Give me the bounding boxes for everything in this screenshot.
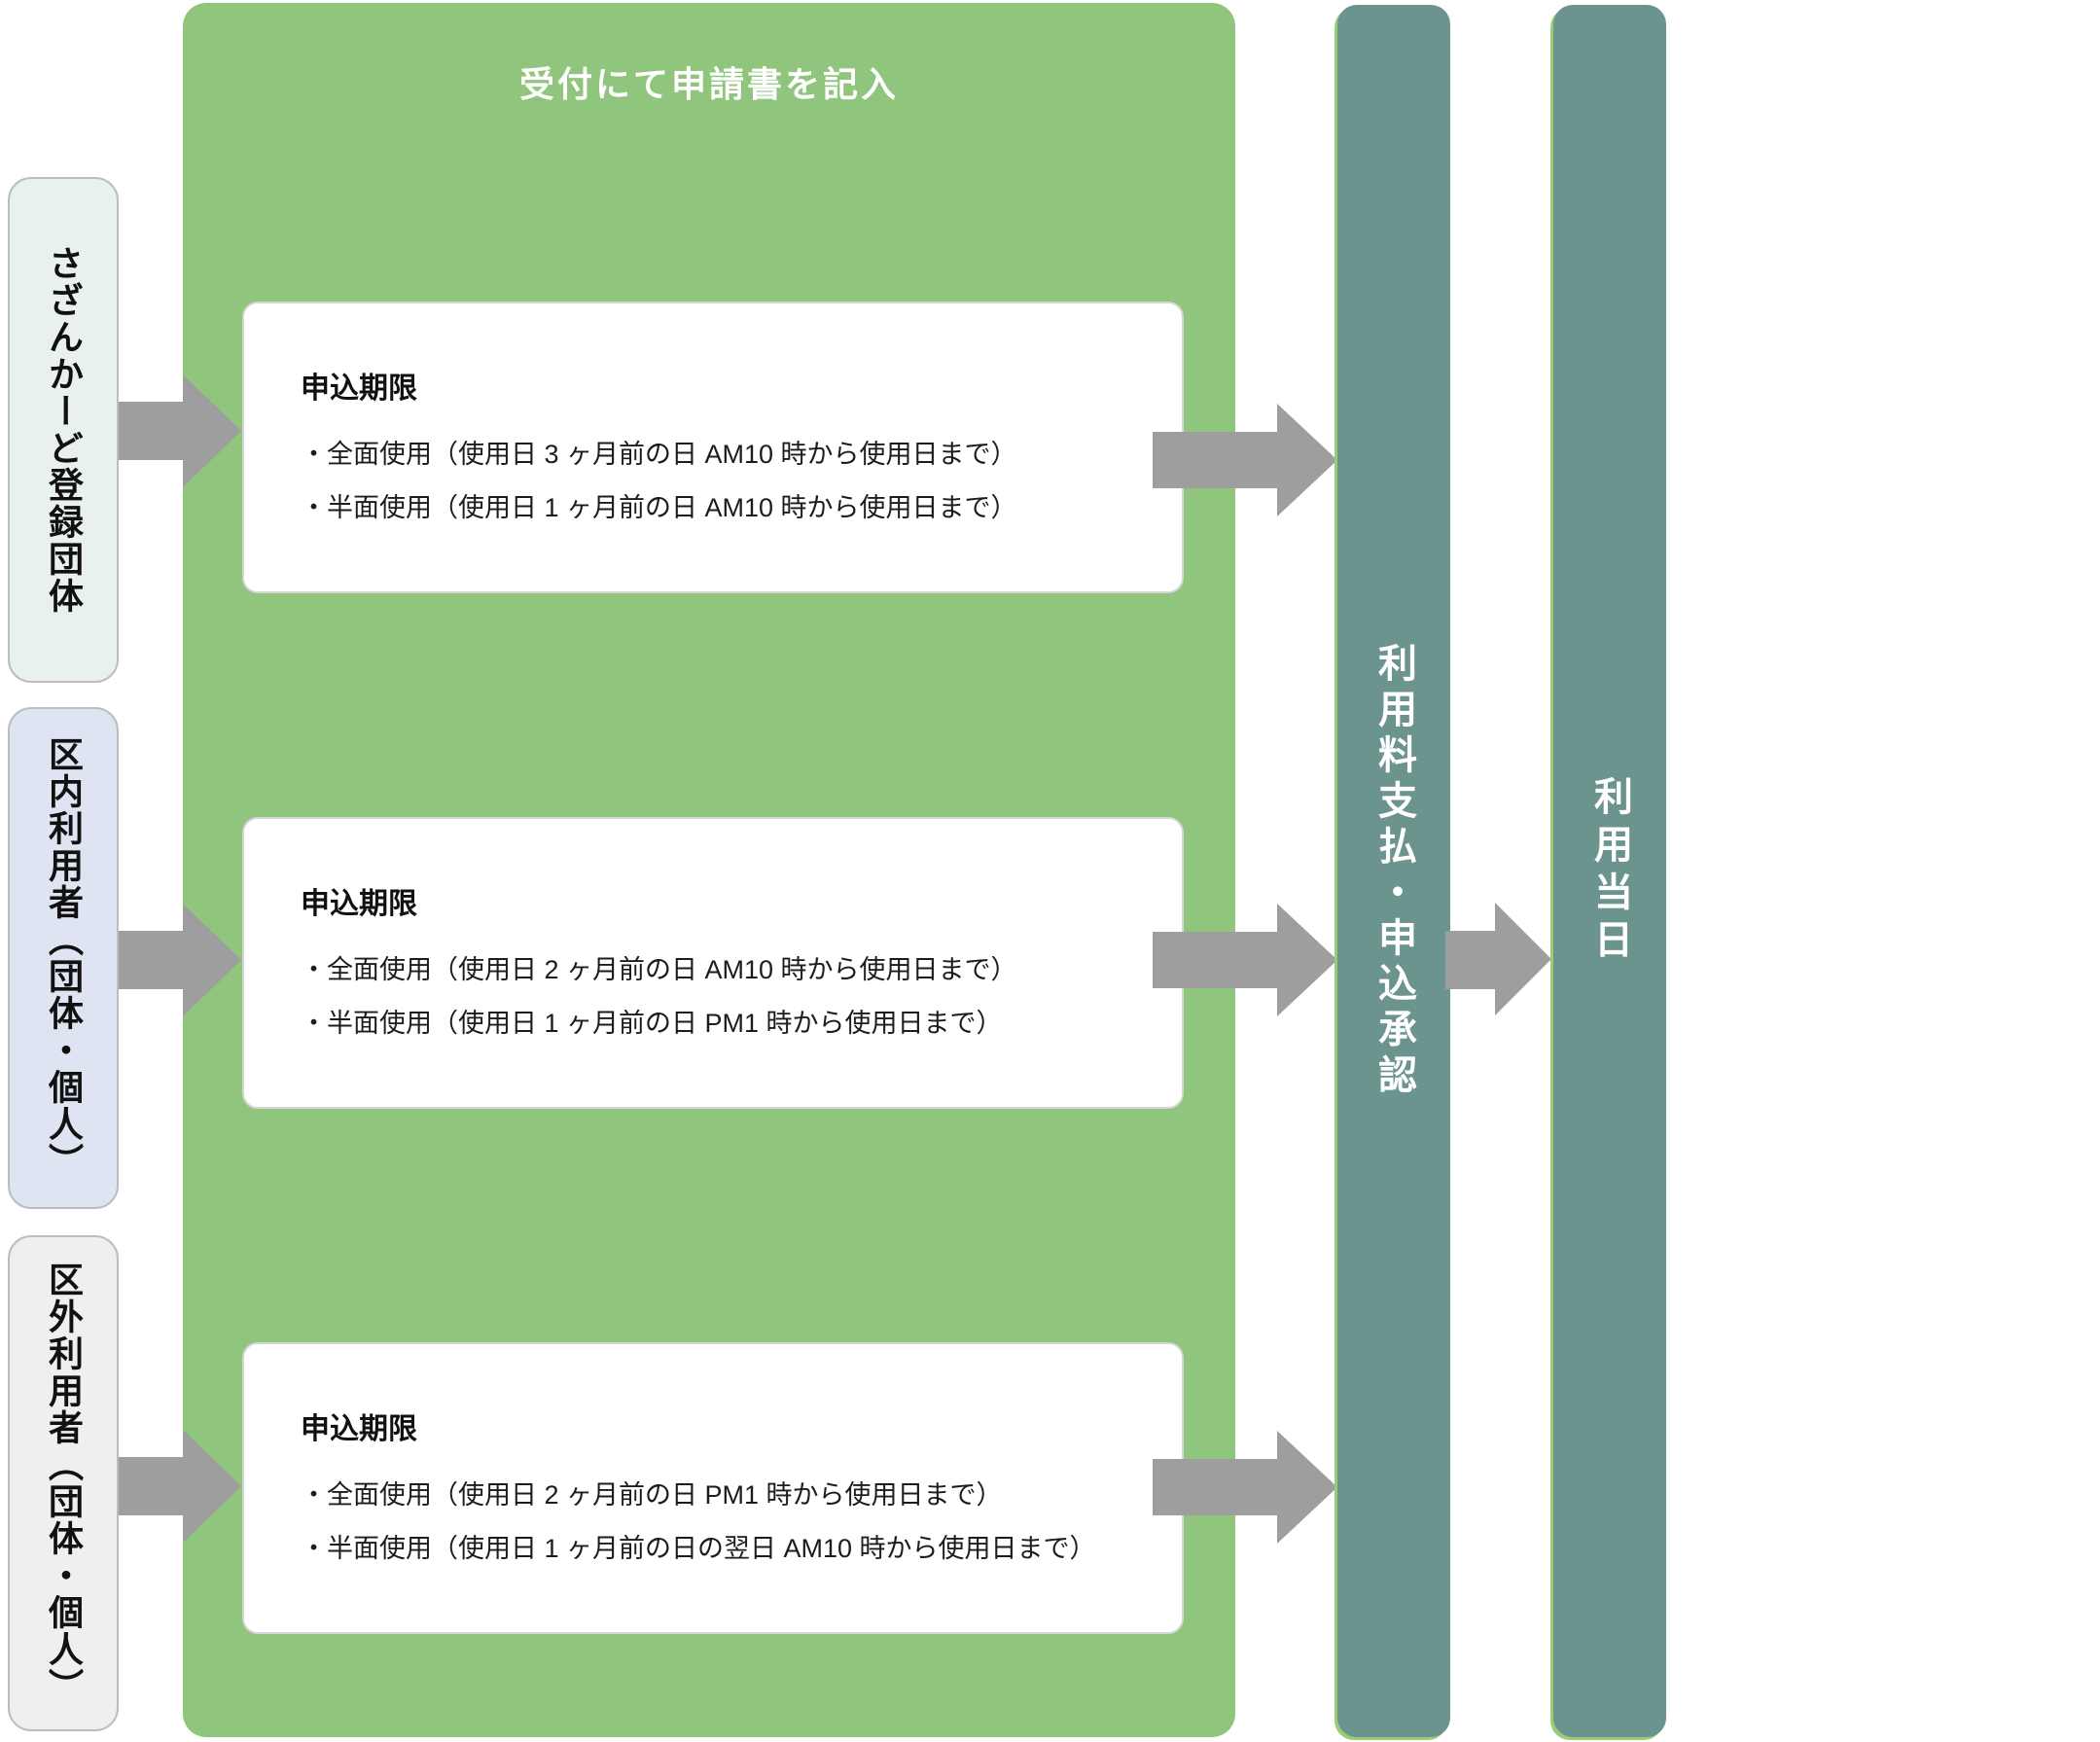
arrow-shaft — [1153, 432, 1278, 488]
arrow-head-icon — [1277, 404, 1337, 516]
stage-usage-day: 利用当日 — [1553, 5, 1666, 1737]
deadline-card-ward-users: 申込期限 ・全面使用（使用日 2 ヶ月前の日 AM10 時から使用日まで） ・半… — [242, 817, 1184, 1109]
stage-label: 利用料支払・申込承認 — [1372, 642, 1415, 1100]
deadline-heading: 申込期限 — [301, 888, 417, 920]
arrow-right-icon — [1153, 1431, 1337, 1545]
deadline-item-full-use: ・全面使用（使用日 3 ヶ月前の日 AM10 時から使用日まで） — [301, 440, 1017, 469]
arrow-right-icon — [1153, 404, 1337, 517]
lane-ward-users: 区内利用者（団体・個人） — [8, 707, 119, 1209]
arrow-head-icon — [183, 904, 241, 1016]
arrow-shaft — [1153, 932, 1278, 988]
arrow-shaft — [1153, 1459, 1278, 1515]
deadline-heading: 申込期限 — [301, 373, 417, 405]
deadline-item-half-use: ・半面使用（使用日 1 ヶ月前の日 PM1 時から使用日まで） — [301, 1009, 1003, 1039]
arrow-head-icon — [1495, 903, 1551, 1015]
lane-label: さざんかーど登録団体 — [44, 245, 84, 615]
stage-payment-and-approval: 利用料支払・申込承認 — [1337, 5, 1450, 1737]
arrow-head-icon — [1277, 904, 1337, 1016]
lane-label: 区外利用者（団体・個人） — [44, 1262, 84, 1705]
deadline-card-non-ward-users: 申込期限 ・全面使用（使用日 2 ヶ月前の日 PM1 時から使用日まで） ・半面… — [242, 1342, 1184, 1634]
panel-title: 受付にて申請書を記入 — [518, 64, 899, 104]
arrow-right-icon — [119, 374, 241, 488]
arrow-shaft — [119, 402, 184, 460]
deadline-item-full-use: ・全面使用（使用日 2 ヶ月前の日 PM1 時から使用日まで） — [301, 1480, 1003, 1510]
lane-label: 区内利用者（団体・個人） — [44, 736, 84, 1180]
deadline-heading: 申込期限 — [301, 1413, 417, 1445]
arrow-shaft — [119, 931, 184, 989]
lane-sazanka-card-groups: さざんかーど登録団体 — [8, 177, 119, 683]
arrow-shaft — [119, 1457, 184, 1515]
deadline-item-half-use: ・半面使用（使用日 1 ヶ月前の日 AM10 時から使用日まで） — [301, 493, 1017, 523]
arrow-right-icon — [1153, 904, 1337, 1017]
stage-label: 利用当日 — [1588, 775, 1631, 967]
lane-non-ward-users: 区外利用者（団体・個人） — [8, 1235, 119, 1731]
arrow-right-icon — [1445, 903, 1551, 1016]
arrow-head-icon — [1277, 1431, 1337, 1544]
deadline-card-registered-groups: 申込期限 ・全面使用（使用日 3 ヶ月前の日 AM10 時から使用日まで） ・半… — [242, 302, 1184, 593]
arrow-right-icon — [119, 1430, 241, 1544]
arrow-head-icon — [183, 374, 241, 487]
deadline-item-full-use: ・全面使用（使用日 2 ヶ月前の日 AM10 時から使用日まで） — [301, 955, 1017, 984]
deadline-item-half-use: ・半面使用（使用日 1 ヶ月前の日の翌日 AM10 時から使用日まで） — [301, 1534, 1096, 1564]
arrow-head-icon — [183, 1430, 241, 1543]
arrow-shaft — [1445, 931, 1496, 989]
arrow-right-icon — [119, 904, 241, 1017]
